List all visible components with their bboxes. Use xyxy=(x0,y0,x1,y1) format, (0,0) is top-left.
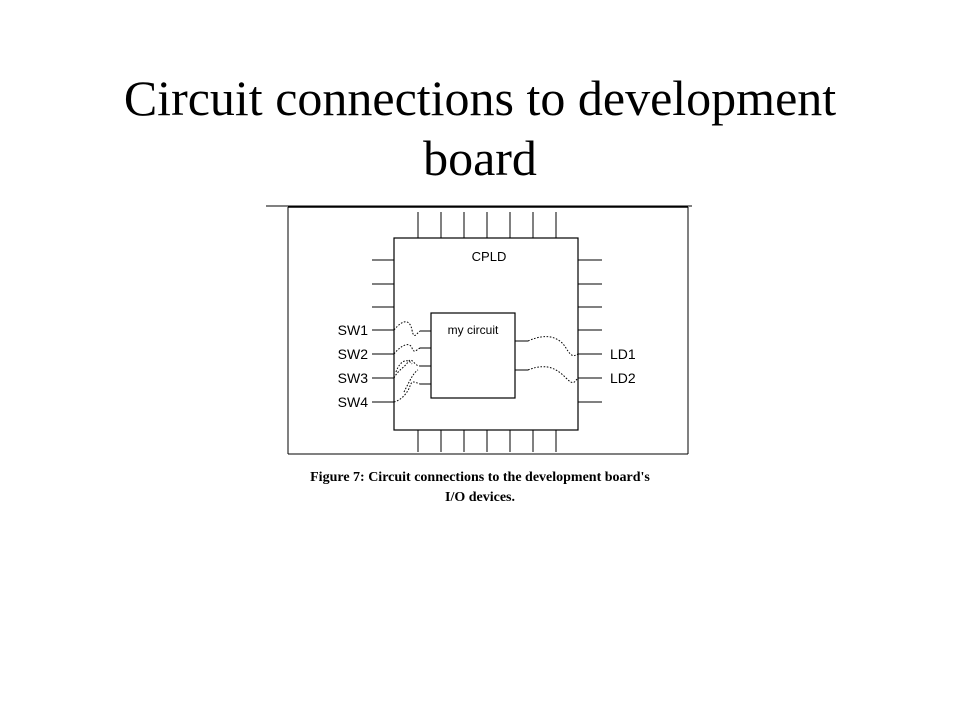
led-label-ld2: LD2 xyxy=(610,370,636,386)
board-frame xyxy=(266,205,692,455)
cpld-chip xyxy=(393,237,579,431)
caption-line-2: I/O devices. xyxy=(445,490,515,505)
input-wiring xyxy=(393,321,421,403)
my-circuit-block xyxy=(430,312,516,399)
caption-line-1: Figure 7: Circuit connections to the dev… xyxy=(310,470,650,485)
slide-title: Circuit connections to development board xyxy=(123,70,837,186)
switch-label-sw4: SW4 xyxy=(338,394,369,410)
cpld-right-pins xyxy=(578,259,602,403)
output-wiring xyxy=(527,336,579,384)
figure-caption: Figure 7: Circuit connections to the dev… xyxy=(240,468,720,508)
circuit-output-stubs xyxy=(515,340,528,371)
switch-label-sw3: SW3 xyxy=(338,370,369,386)
circuit-input-stubs xyxy=(420,330,431,385)
cpld-label: CPLD xyxy=(472,249,507,264)
cpld-bottom-pins xyxy=(417,430,557,452)
switch-label-sw1: SW1 xyxy=(338,322,369,338)
led-label-ld1: LD1 xyxy=(610,346,636,362)
my-circuit-label: my circuit xyxy=(448,323,499,337)
switch-label-sw2: SW2 xyxy=(338,346,369,362)
cpld-left-pins xyxy=(372,259,394,403)
cpld-top-pins xyxy=(417,212,557,238)
